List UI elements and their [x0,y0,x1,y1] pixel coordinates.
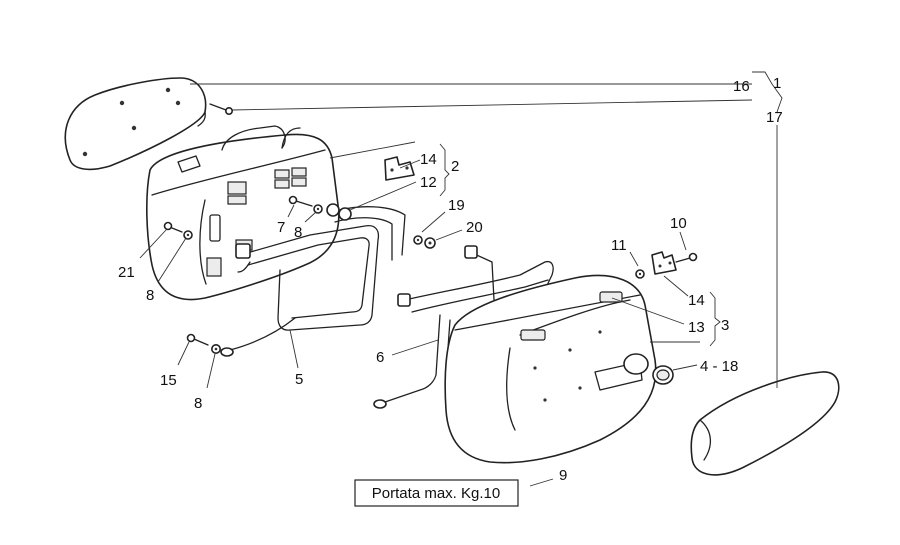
callout-14-top: 14 [420,151,437,168]
pannier-case-right [444,274,657,464]
pannier-case-left [146,125,340,301]
screw-10 [675,252,698,263]
callout-16: 16 [733,78,750,95]
frame-left [220,203,406,357]
lid-cover-right [690,371,840,476]
callout-8-left: 8 [146,287,154,304]
callout-2: 2 [451,158,459,175]
load-capacity-label: Portata max. Kg.10 [372,485,500,502]
callout-3: 3 [721,317,729,334]
callout-8-bottom: 8 [194,395,202,412]
frame-right [373,245,554,409]
load-capacity-box: Portata max. Kg.10 [354,479,519,507]
screw-lid-left [209,103,234,116]
washer-8-top [313,204,323,214]
callout-11: 11 [611,237,627,254]
callout-7: 7 [277,219,285,236]
leader-lines [139,71,783,487]
washer-8-left [183,230,193,240]
callout-12: 12 [420,174,437,191]
callout-14-right: 14 [688,292,705,309]
callout-21: 21 [118,264,135,281]
callout-4-18: 4 - 18 [700,358,738,375]
callout-5: 5 [295,371,303,388]
bracket-left [384,156,415,181]
callout-15: 15 [160,372,177,389]
callout-8-top: 8 [294,224,302,241]
bracket-right [651,251,677,275]
callout-1: 1 [773,75,781,92]
lid-cover-left [64,77,207,171]
callout-20: 20 [466,219,483,236]
washer-8-bottom [211,343,222,354]
washer-19 [413,235,423,245]
callout-labels: 1 16 17 14 2 12 19 20 7 8 21 8 15 8 5 6 … [118,75,783,484]
callout-17: 17 [766,109,783,126]
callout-19: 19 [448,197,465,214]
screw-15 [186,333,209,346]
callout-9: 9 [559,467,567,484]
callout-10: 10 [670,215,687,232]
callout-13: 13 [688,319,705,336]
washer-11 [635,269,645,279]
screw-21 [163,221,183,233]
screw-7 [288,195,313,207]
badge-logo [652,365,674,385]
nut-20 [424,237,436,249]
callout-6: 6 [376,349,384,366]
